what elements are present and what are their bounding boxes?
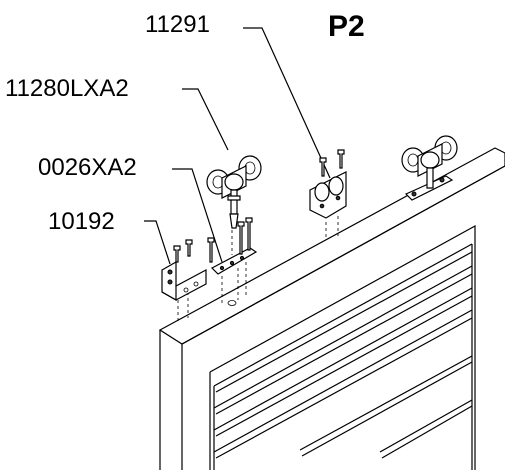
screw [207,237,215,263]
leader-lines [144,27,331,265]
part-label-11280lxa2: 11280LXA2 [5,75,129,102]
louver-slats [213,243,473,470]
door-inner-frame [209,224,476,470]
part-label-11291: 11291 [145,11,210,38]
trolley-installed [401,135,458,201]
leader-0026xa2 [172,168,223,263]
alignment-lines [177,216,339,322]
roller-11291 [309,149,347,219]
page-label: P2 [328,10,365,43]
leader-11280lxa2 [182,88,229,151]
door-hole [227,300,237,306]
trolley-stem [230,189,238,215]
screw [237,221,245,255]
leader-10192 [144,220,171,265]
screw [245,217,253,251]
part-label-10192: 10192 [48,208,115,235]
plate-0026xa2 [207,217,258,275]
screw [173,245,181,263]
bracket-10192 [161,239,207,302]
part-label-0026xa2: 0026XA2 [38,154,137,181]
door-frame-top-edge [181,165,505,345]
screw [319,157,327,177]
screw [185,239,193,257]
trolley-11280lxa2 [206,155,262,229]
bracket-hole [167,269,173,275]
screw [337,149,345,169]
leader-11291 [243,27,331,179]
